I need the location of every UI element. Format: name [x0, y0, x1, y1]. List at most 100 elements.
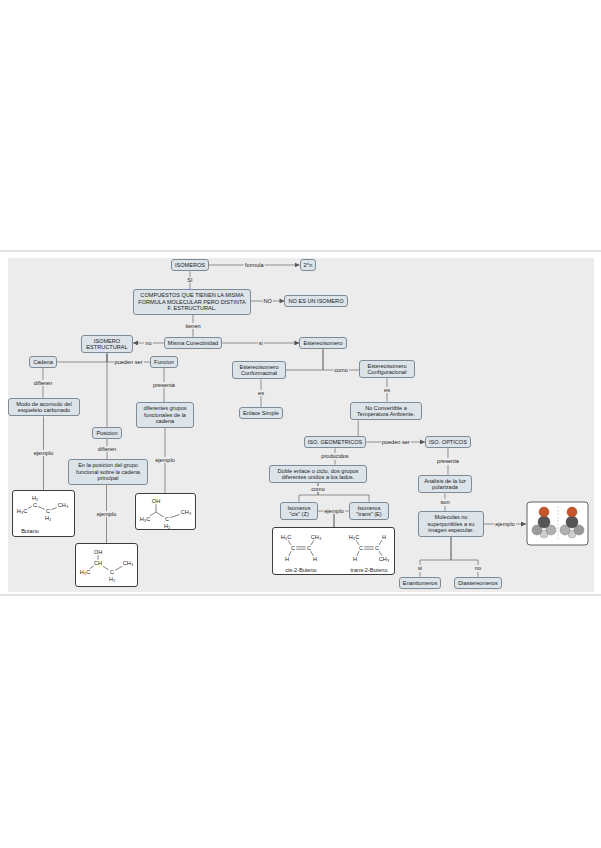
concept-box: Estereoisomero Conformacinal: [232, 361, 286, 380]
bond-line: [89, 566, 93, 569]
formula-text: C: [46, 508, 50, 514]
concept-text: NO ES UN ISOMERO: [288, 298, 343, 304]
link-phrase: producidos: [320, 453, 349, 459]
concept-box: ISO. GEOMETRICOS: [304, 436, 367, 448]
formula-text: H₃C: [17, 508, 27, 514]
concept-text: ISOMERO ESTRUCTURAL: [85, 338, 129, 351]
link-phrase: son: [439, 499, 450, 505]
formula-text: trans-2-Buteno: [350, 567, 387, 573]
formula-text: CH₃: [311, 534, 321, 540]
link-phrase: ejemplo: [96, 511, 118, 517]
link-phrase: si: [417, 565, 423, 571]
map-ground: [8, 258, 594, 592]
formula-text: H₃C: [349, 534, 359, 540]
example-box: OHH₃CCH₂CH₃: [135, 493, 196, 530]
bond-line: [98, 555, 99, 560]
concept-text: Diastereomeros: [458, 580, 497, 586]
molecule-model: [560, 507, 584, 538]
formula-text: CH₃: [123, 560, 133, 566]
formula-text: Butano: [21, 528, 39, 534]
bond-line: [364, 549, 374, 550]
concept-text: Enlace Simple: [243, 410, 279, 416]
example-box: H₃CH₂CCH₂CH₃Butano: [12, 490, 75, 537]
link-phrase: si: [258, 340, 264, 346]
connector: [107, 353, 108, 426]
formula-text: H₂: [32, 495, 38, 501]
concept-box: Doble enlace o ciclo, dos grupos diferen…: [269, 465, 367, 484]
concept-text: Misma Conectividad: [168, 340, 218, 346]
link-phrase: difieren: [33, 380, 53, 386]
bond-line: [51, 508, 56, 510]
formula-text: CH: [94, 560, 102, 566]
bond-line: [364, 546, 374, 547]
link-phrase: no: [144, 340, 152, 346]
concept-box: Diastereomeros: [454, 577, 501, 589]
concept-text: Analisis de la luz polarizada: [422, 478, 468, 491]
concept-box: Misma Conectividad: [164, 337, 222, 349]
concept-text: diferentes grupos funcionales de la cade…: [140, 405, 190, 424]
bond-line: [38, 506, 45, 509]
bond-line: [379, 551, 382, 556]
molecule-model: [532, 507, 556, 538]
formula-text: CH₃: [58, 502, 68, 508]
concept-text: Moleculas no superponibles a su imagen e…: [422, 514, 480, 533]
concept-box: 2^n: [300, 259, 317, 271]
formula-text: OH: [94, 549, 102, 555]
formula-text: C: [375, 545, 379, 551]
formula-text: H₂: [45, 515, 51, 521]
concept-box: NO ES UN ISOMERO: [284, 295, 347, 307]
concept-text: Estereoisomero Conformacinal: [236, 364, 282, 377]
link-phrase: difieren: [97, 446, 117, 452]
bond-line: [28, 506, 32, 508]
link-phrase: es: [257, 390, 265, 396]
formula-text: C: [110, 569, 114, 575]
link-phrase: es: [383, 387, 391, 393]
link-phrase: NO: [263, 298, 273, 304]
concept-box: Analisis de la luz polarizada: [418, 475, 472, 494]
concept-text: Modo de acomodo del esqueleto carbonado: [12, 401, 76, 414]
bond-drawing: [76, 544, 139, 588]
concept-box: Isomeros "cis" (Z): [280, 502, 318, 521]
formula-text: C: [291, 545, 295, 551]
concept-text: ISO. OPTICOS: [429, 439, 467, 445]
bond-line: [356, 540, 359, 545]
concept-text: Doble enlace o ciclo, dos grupos diferen…: [273, 468, 363, 481]
concept-text: ISOMEROS: [175, 262, 205, 268]
concept-box: No Convertible a Temperatura Ambiente.: [350, 402, 422, 421]
bond-line: [296, 546, 306, 547]
connector: [420, 537, 451, 577]
formula-text: C: [165, 516, 169, 522]
example-box: H₃CCH₃CCHHcis-2-ButenoH₃CHCCHCH₃trans-2-…: [272, 527, 395, 575]
formula-text: C: [359, 545, 363, 551]
concept-box: ISOMERO ESTRUCTURAL: [81, 335, 133, 354]
formula-text: OH: [152, 498, 160, 504]
formula-text: C: [307, 545, 311, 551]
formula-text: H₃C: [80, 569, 90, 575]
formula-text: H: [382, 534, 386, 540]
formula-text: H₃C: [281, 534, 291, 540]
example-box: OHH₃CCHCH₂CH₃: [75, 543, 138, 587]
concept-text: Posicion: [96, 430, 117, 436]
concept-box: Isomeros "trans" (E): [349, 502, 389, 521]
link-phrase: ejemplo: [154, 457, 176, 463]
bond-line: [115, 566, 122, 570]
concept-text: No Convertible a Temperatura Ambiente.: [354, 405, 418, 418]
concept-text: Estereoisomero: [303, 340, 342, 346]
bond-line: [311, 551, 314, 556]
link-phrase: como: [310, 486, 326, 492]
connector: [286, 349, 323, 370]
concept-box: diferentes grupos funcionales de la cade…: [136, 402, 194, 427]
connector: [57, 353, 107, 362]
concept-text: En la posicion del grupo funcional sobre…: [72, 462, 144, 481]
link-phrase: pueden ser: [381, 439, 411, 445]
rule-line: [0, 251, 601, 252]
concept-text: Enantiomeros: [403, 580, 438, 586]
link-phrase: ejemplo: [323, 508, 345, 514]
concept-box: ISO. OPTICOS: [425, 436, 471, 448]
concept-box: Moleculas no superponibles a su imagen e…: [418, 511, 484, 536]
formula-text: H: [313, 556, 317, 562]
concept-box: Posicion: [92, 427, 121, 439]
concept-text: Estereoisomero Configuracional: [363, 363, 411, 376]
link-phrase: presenta: [436, 458, 460, 464]
